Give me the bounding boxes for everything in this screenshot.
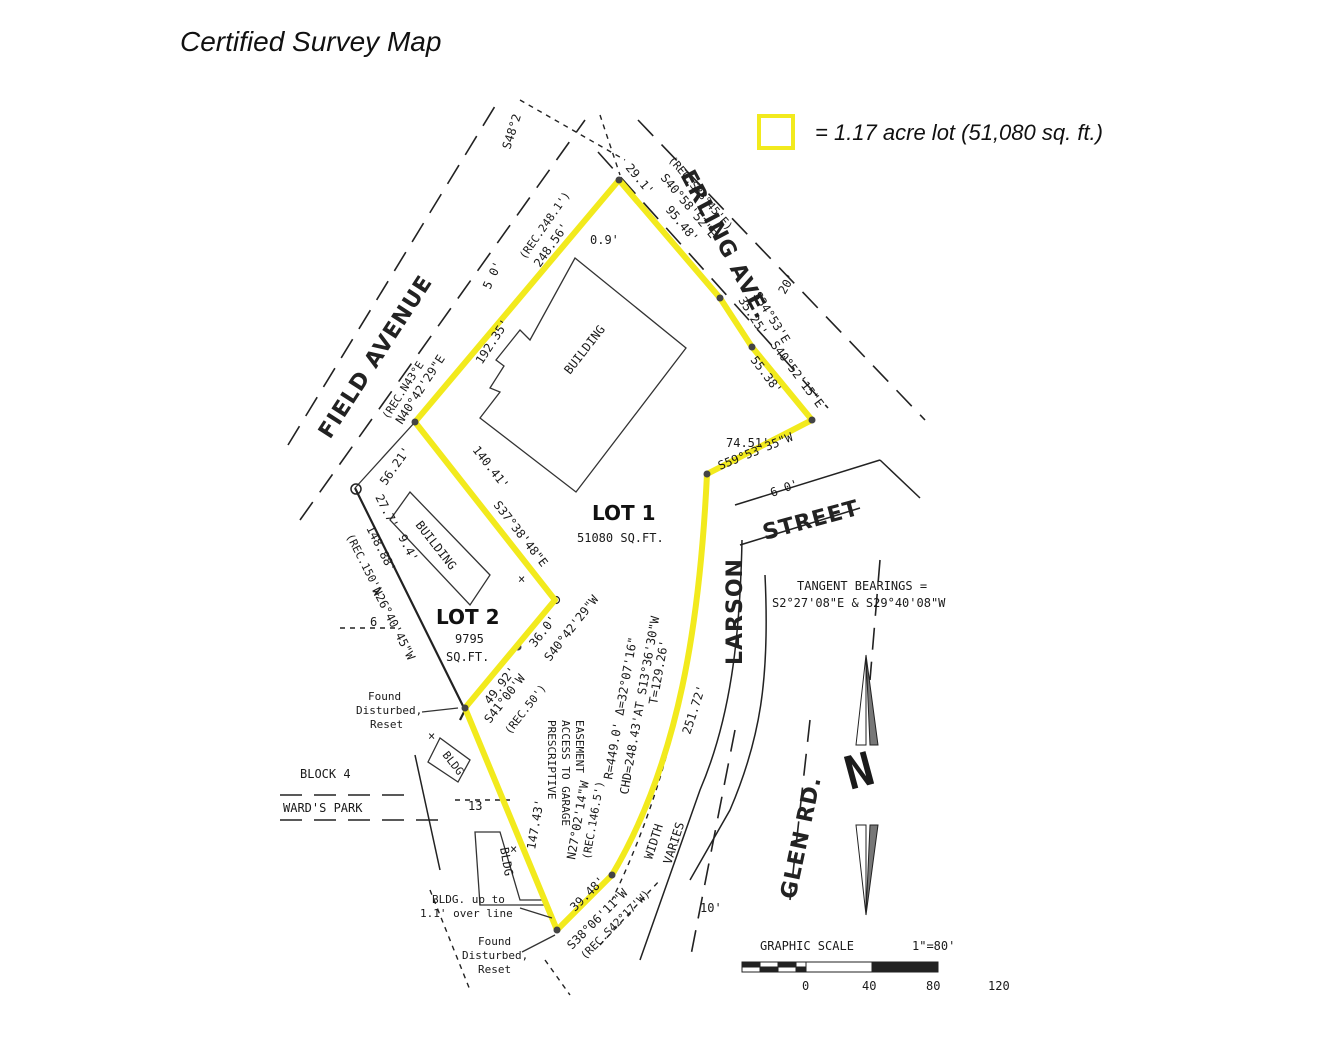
vertex-4 xyxy=(808,416,816,424)
found1-line-2: Disturbed, xyxy=(356,704,422,717)
street-line-lower xyxy=(739,507,861,546)
main-building xyxy=(479,257,687,493)
glen-rd-line-2 xyxy=(789,719,811,901)
tangent-line-1: TANGENT BEARINGS = xyxy=(797,579,927,593)
found2-leader xyxy=(521,934,556,953)
prescriptive-line-2: ACCESS TO GARAGE xyxy=(559,720,572,826)
scale-tick-40: 40 xyxy=(862,979,876,993)
lot2-line-north xyxy=(354,421,416,489)
lot1-area: 51080 SQ.FT. xyxy=(577,531,664,545)
d10-label: 10' xyxy=(700,901,722,915)
x-marker-1: × xyxy=(518,572,525,586)
scale-tick-120: 120 xyxy=(988,979,1010,993)
vertex-6 xyxy=(608,871,616,879)
block-label: BLOCK 4 xyxy=(300,767,351,781)
vertex-7 xyxy=(553,926,561,934)
west-line-lower xyxy=(414,754,441,871)
vertex-8 xyxy=(461,704,469,712)
field-width-label: 5 0' xyxy=(480,259,505,291)
scale-label: GRAPHIC SCALE xyxy=(760,939,854,953)
bldg-line-label: 192.35' xyxy=(473,317,512,367)
street-line-edge xyxy=(879,459,921,499)
north-letter: N xyxy=(839,741,880,800)
vertex-1 xyxy=(615,176,623,184)
lot2-area-num: 9795 xyxy=(455,632,484,646)
scale-ratio: 1"=80' xyxy=(912,939,955,953)
d1404-label: 140.41' xyxy=(470,443,512,491)
x-marker-2: × xyxy=(373,586,380,600)
lower-building-label: BLDG xyxy=(497,846,516,877)
top-lot-line xyxy=(519,99,626,161)
small-building xyxy=(427,737,471,783)
lot2-boundary xyxy=(354,487,467,721)
found1-line-3: Reset xyxy=(370,718,403,731)
street-label: STREET xyxy=(760,496,862,546)
vertex-2 xyxy=(716,294,724,302)
wards-park-label: WARD'S PARK xyxy=(283,801,363,815)
prescriptive-line-3: EASEMENT xyxy=(573,720,586,773)
lot2-area-unit: SQ.FT. xyxy=(446,650,489,664)
scale-tick-80: 80 xyxy=(926,979,940,993)
larson-line-east-2 xyxy=(689,574,767,881)
scale-bar xyxy=(741,961,939,973)
vertex-5 xyxy=(703,470,711,478)
bldg-over-line-1: BLDG. up to xyxy=(432,893,505,906)
page-title: Certified Survey Map xyxy=(180,26,442,57)
field-ave-line-inner xyxy=(299,119,586,521)
offset-label: 0.9' xyxy=(590,233,619,247)
survey-monument-1 xyxy=(350,483,362,495)
larson-line-east xyxy=(639,539,743,961)
lot6-label: 6 xyxy=(370,615,377,629)
vertex-9 xyxy=(411,418,419,426)
found1-leader xyxy=(421,707,459,713)
lot2-building xyxy=(389,490,491,607)
found2-line-3: Reset xyxy=(478,963,511,976)
found1-line-1: Found xyxy=(368,690,401,703)
d14743-label: 147.43' xyxy=(524,798,547,850)
prescriptive-line-1: PRESCRIPTIVE xyxy=(545,720,558,799)
tangent-line-2: S2°27'08"E & S29°40'08"W xyxy=(772,596,946,610)
scale-tick-0: 0 xyxy=(802,979,809,993)
larson-label: LARSON xyxy=(723,558,748,665)
lot1-name: LOT 1 xyxy=(592,501,656,525)
bldg-over-leader xyxy=(519,907,553,919)
street-width-label: 6 0' xyxy=(768,477,800,500)
south-line-2 xyxy=(599,879,661,946)
found2-line-2: Disturbed, xyxy=(462,949,528,962)
legend-label: = 1.17 acre lot (51,080 sq. ft.) xyxy=(815,120,1103,145)
x-marker-4: × xyxy=(510,842,517,856)
glen-rd-line-1 xyxy=(689,729,736,961)
d5621-label: 56.21' xyxy=(377,444,413,488)
top-left-label: S48°2 xyxy=(500,112,524,151)
erling-ave-line-outer xyxy=(637,119,926,421)
d7451-label: 74.51' xyxy=(726,436,769,450)
erling-ave-line-inner xyxy=(597,151,829,409)
erling-width-label: 20' xyxy=(775,271,798,297)
south-line xyxy=(544,959,571,996)
north-arrow xyxy=(855,654,879,916)
x-marker-3: × xyxy=(428,729,435,743)
legend-swatch xyxy=(757,114,795,150)
lot2-name: LOT 2 xyxy=(436,605,500,629)
main-building-label: BUILDING xyxy=(561,323,608,377)
lot2-building-label: BUILDING xyxy=(413,518,460,572)
glen-rd-line-3 xyxy=(869,559,881,681)
street-line-upper xyxy=(734,459,881,506)
lot13-label: 13 xyxy=(468,799,482,813)
vertex-3 xyxy=(748,343,756,351)
found2-line-1: Found xyxy=(478,935,511,948)
west-line-lower-2 xyxy=(429,889,471,991)
d94-label: 9.4' xyxy=(395,532,421,564)
bldg-over-line-2: 1.1' over line xyxy=(420,907,513,920)
glen-rd-label: GLEN RD. xyxy=(776,774,826,901)
top-lot-line-2 xyxy=(599,114,621,176)
